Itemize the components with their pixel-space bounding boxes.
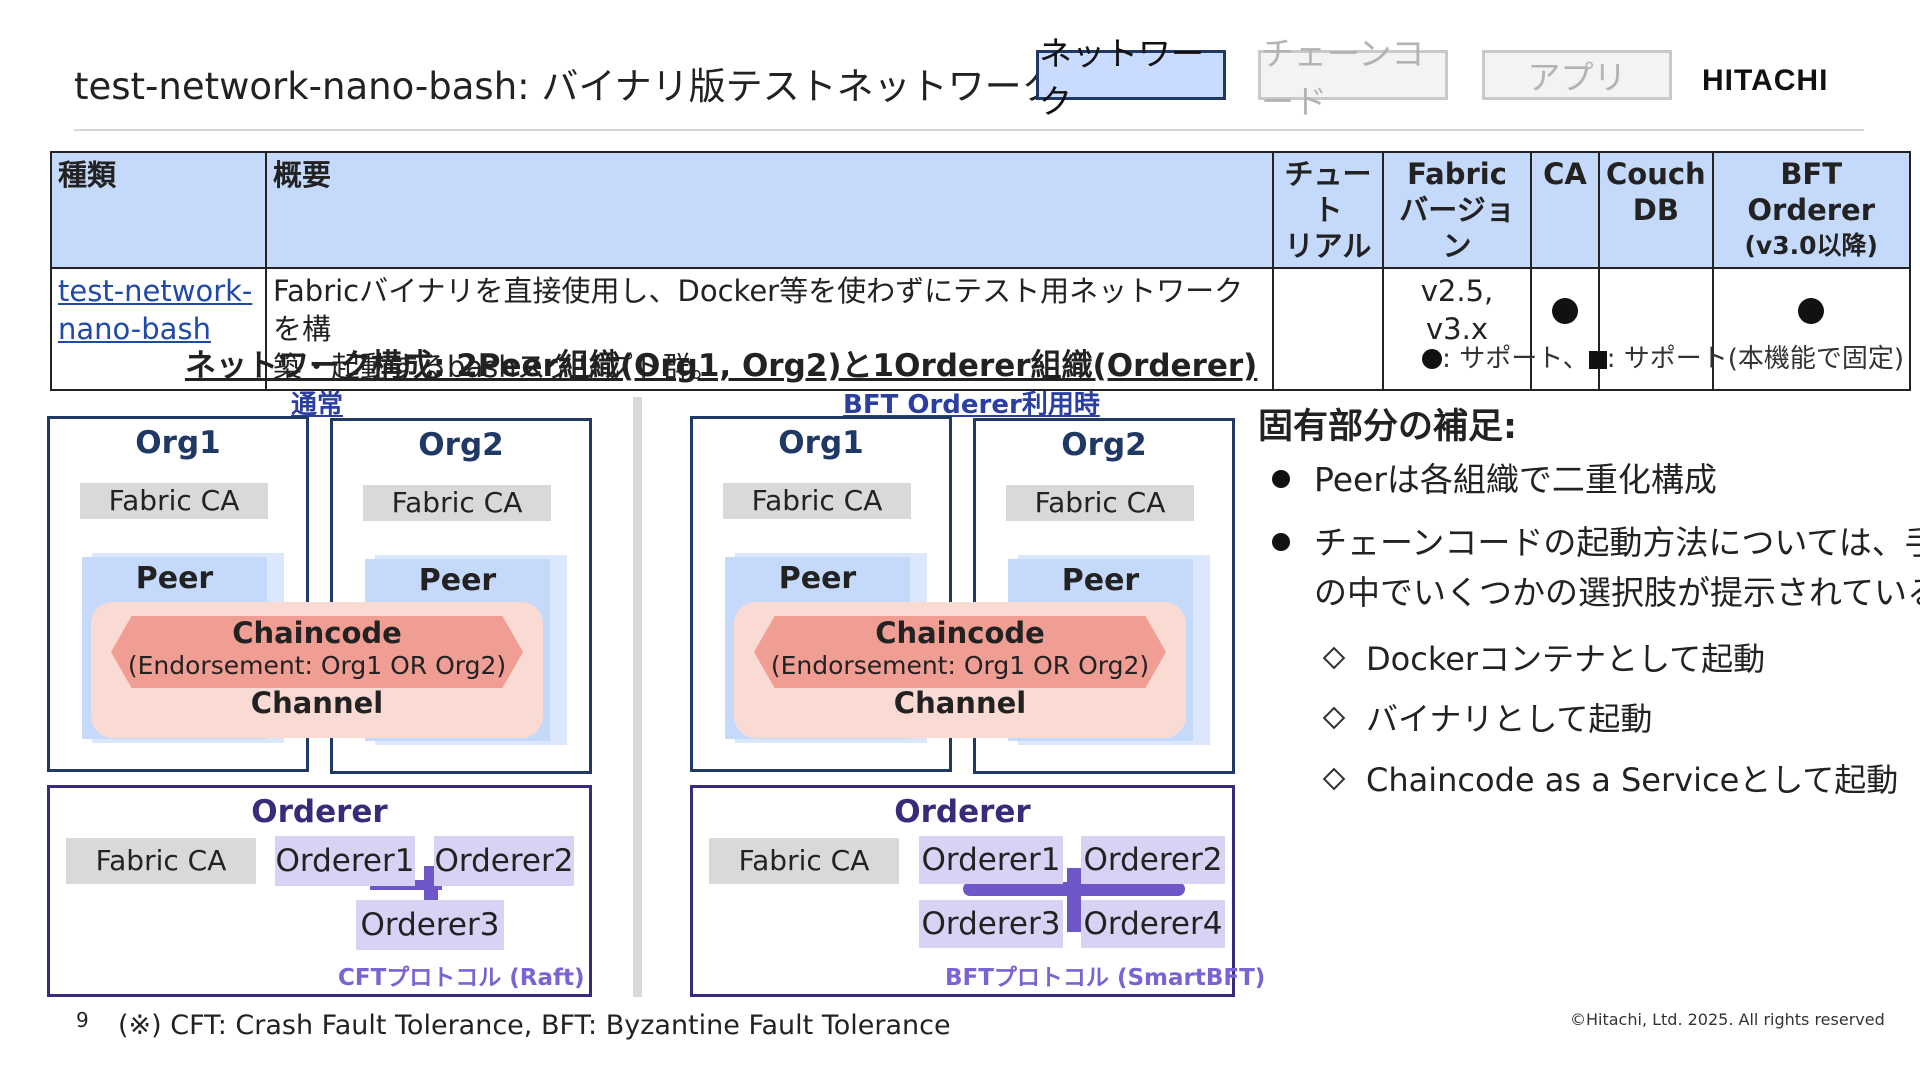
chaincode: Chaincode (Endorsement: Org1 OR Org2) — [111, 616, 523, 688]
fabric-ca: Fabric CA — [723, 483, 911, 519]
orderer4-node: Orderer4 — [1081, 900, 1225, 948]
normal-peer-orgs: Org1 Fabric CA Peer Org2 Fabric CA Peer … — [47, 416, 642, 776]
copyright: ©Hitachi, Ltd. 2025. All rights reserved — [1570, 1010, 1885, 1029]
orderer1-node: Orderer1 — [919, 836, 1063, 884]
header-tutorial: チュートリアル — [1272, 151, 1384, 269]
row-couchdb — [1598, 267, 1714, 391]
row-bft — [1711, 267, 1911, 391]
header-divider — [74, 129, 1864, 131]
orderer3-node: Orderer3 — [356, 900, 504, 950]
tab-chaincode[interactable]: チェーンコード — [1258, 34, 1448, 121]
tab-app[interactable]: アプリ — [1482, 50, 1672, 100]
bullet-dot-icon — [1272, 533, 1290, 551]
orderer2-node: Orderer2 — [1081, 836, 1225, 884]
note-bullet-2-cont: の中でいくつかの選択肢が提示されている — [1314, 573, 1920, 612]
peer-label: Peer — [778, 561, 857, 596]
header-summary: 概要 — [265, 151, 1274, 269]
diamond-bullet-icon — [1322, 646, 1346, 670]
chaincode-label: Chaincode — [232, 616, 402, 650]
fabric-ca: Fabric CA — [363, 485, 551, 521]
channel: Chaincode (Endorsement: Org1 OR Org2) Ch… — [734, 602, 1186, 738]
header-bft-orderer: BFT Orderer(v3.0以降) — [1711, 151, 1911, 269]
fabric-ca: Fabric CA — [80, 483, 268, 519]
network-caption: ネットワーク構成: 2Peer組織(Org1, Org2)と1Orderer組織… — [185, 348, 1258, 384]
support-dot-icon — [1552, 298, 1578, 324]
orderer1-node: Orderer1 — [275, 836, 415, 886]
bullet-dot-icon — [1272, 470, 1290, 488]
normal-orderer-org: Orderer Fabric CA Orderer1 Orderer2 Orde… — [47, 785, 592, 997]
row-fabric-version: v2.5, v3.x — [1382, 267, 1532, 391]
hitachi-logo: HITACHI — [1702, 64, 1829, 97]
footnote: (※) CFT: Crash Fault Tolerance, BFT: Byz… — [118, 1010, 951, 1041]
diagram-divider — [633, 397, 642, 997]
notes-title: 固有部分の補足: — [1258, 407, 1517, 447]
chaincode-label: Chaincode — [875, 616, 1045, 650]
bft-caption: BFT Orderer利用時 — [843, 390, 1100, 420]
orderer2-node: Orderer2 — [434, 836, 574, 886]
peer-label: Peer — [418, 563, 497, 598]
cft-protocol: CFTプロトコル (Raft) — [338, 965, 585, 991]
fabric-ca: Fabric CA — [709, 838, 899, 884]
row-summary: Fabricバイナリを直接使用し、Docker等を使わずにテスト用ネットワークを… — [265, 267, 1274, 391]
fabric-ca: Fabric CA — [1006, 485, 1194, 521]
channel-label: Channel — [250, 686, 384, 720]
diamond-bullet-icon — [1322, 767, 1346, 791]
peer-label: Peer — [1061, 563, 1140, 598]
note-bullet-2: チェーンコードの起動方法については、手順 — [1272, 518, 1920, 568]
bft-orderer-org: Orderer Fabric CA Orderer1 Orderer2 Orde… — [690, 785, 1265, 997]
row-tutorial — [1272, 267, 1384, 391]
fixed-square-icon — [1588, 351, 1607, 369]
peer-label: Peer — [135, 561, 214, 596]
endorsement-policy: (Endorsement: Org1 OR Org2) — [770, 651, 1150, 680]
support-dot-icon — [1798, 298, 1825, 324]
endorsement-policy: (Endorsement: Org1 OR Org2) — [127, 651, 507, 680]
org2-label: Org2 — [418, 427, 504, 463]
page-title: test-network-nano-bash: バイナリ版テストネットワーク — [74, 65, 1059, 108]
row-kind-link[interactable]: test-network-nano-bash — [50, 267, 267, 391]
orderer3-node: Orderer3 — [919, 900, 1063, 948]
row-ca — [1530, 267, 1600, 391]
orderer-label: Orderer — [251, 794, 388, 830]
note-sub-2: バイナリとして起動 — [1322, 694, 1652, 740]
channel: Chaincode (Endorsement: Org1 OR Org2) Ch… — [91, 602, 543, 738]
tab-network[interactable]: ネットワーク — [1036, 34, 1226, 121]
org1-label: Org1 — [135, 425, 221, 461]
normal-caption: 通常 — [291, 390, 344, 420]
header-kind: 種類 — [50, 151, 267, 269]
orderer-label: Orderer — [894, 794, 1031, 830]
org2-label: Org2 — [1061, 427, 1147, 463]
support-dot-icon — [1422, 349, 1443, 369]
note-sub-3: Chaincode as a Serviceとして起動 — [1322, 755, 1898, 801]
note-bullet-1: Peerは各組織で二重化構成 — [1272, 455, 1717, 505]
note-sub-1: Dockerコンテナとして起動 — [1322, 634, 1765, 680]
org1-label: Org1 — [778, 425, 864, 461]
header-ca: CA — [1530, 151, 1600, 269]
chaincode: Chaincode (Endorsement: Org1 OR Org2) — [754, 616, 1166, 688]
table-row: test-network-nano-bash Fabricバイナリを直接使用し、… — [50, 267, 1911, 391]
bft-connector — [1067, 868, 1081, 932]
support-legend: : サポート、: サポート(本機能で固定) — [1422, 338, 1904, 375]
bft-protocol: BFTプロトコル (SmartBFT) — [945, 965, 1266, 991]
bft-peer-orgs: Org1 Fabric CA Peer Org2 Fabric CA Peer … — [690, 416, 1285, 776]
diamond-bullet-icon — [1322, 706, 1346, 730]
page-number: 9 — [76, 1008, 89, 1032]
fabric-ca: Fabric CA — [66, 838, 256, 884]
channel-label: Channel — [893, 686, 1027, 720]
